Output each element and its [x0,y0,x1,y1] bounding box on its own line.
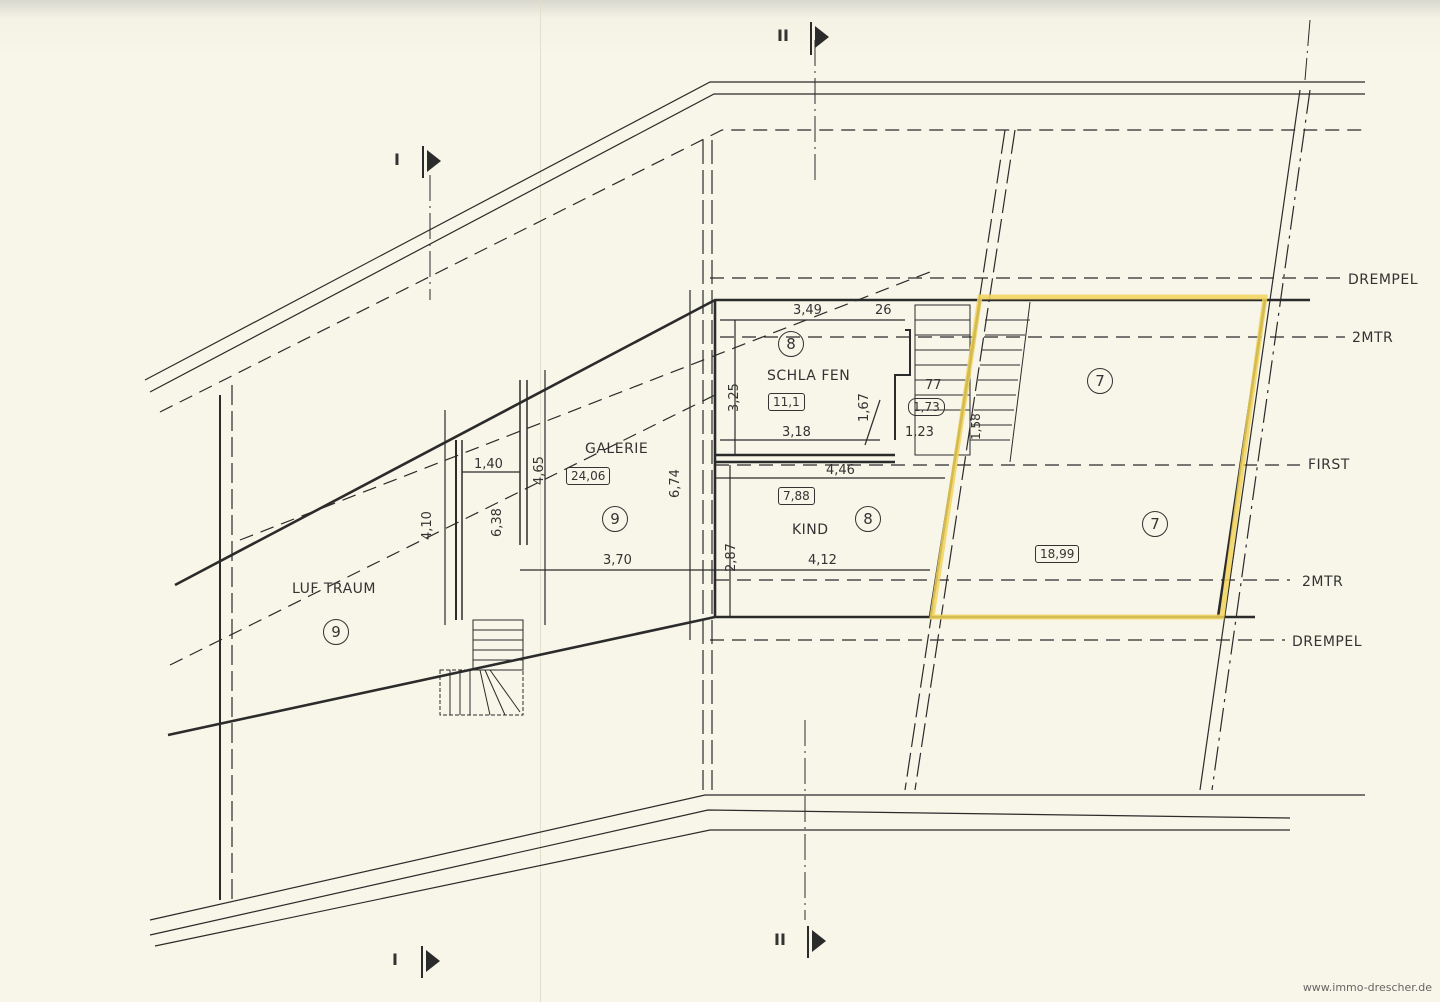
room-area-schlafen: 11,1 [768,393,805,411]
section-marker-ii-bottom: II [774,930,786,949]
dim-4-12: 4,12 [808,553,837,568]
room-number-7-lower: 7 [1142,511,1168,537]
dim-1-40: 1,40 [474,457,503,472]
room-label-luftraum: LUF TRAUM [292,581,376,597]
dim-26: 26 [875,303,892,318]
dim-4-10: 4,10 [420,511,435,540]
room-number-schlafen: 8 [778,331,804,357]
room-number-kind: 8 [855,506,881,532]
room-label-schlafen: SCHLA FEN [767,368,851,384]
dim-1-58: 1,58 [969,413,983,440]
room-label-galerie: GALERIE [585,441,649,457]
room-number-7-upper: 7 [1087,368,1113,394]
section-marker-i-top: I [394,150,400,169]
dim-3-18: 3,18 [782,425,811,440]
room-area-kind: 7,88 [778,487,815,505]
level-2mtr-top: 2MTR [1352,330,1394,346]
room-area-galerie: 24,06 [566,467,611,485]
dim-1-23: 1,23 [905,425,934,440]
dim-6-74: 6,74 [668,469,683,498]
room-number-galerie: 9 [602,506,628,532]
section-marker-ii-top: II [777,26,789,45]
dim-4-65: 4,65 [532,456,547,485]
dim-77: 77 [925,378,942,393]
room-label-kind: KIND [792,522,829,538]
dim-1-67: 1,67 [857,393,872,422]
watermark: www.immo-drescher.de [1302,981,1432,994]
room-area-7: 18,99 [1035,545,1080,563]
section-marker-i-bottom: I [392,950,398,969]
stair-landing-area: 1,73 [908,398,945,416]
dim-3-49: 3,49 [793,303,822,318]
level-2mtr-bottom: 2MTR [1302,574,1344,590]
room-number-luftraum: 9 [323,619,349,645]
dim-2-87: 2,87 [724,543,739,572]
level-drempel-top: DREMPEL [1348,272,1419,288]
paper-fold-line [540,0,541,1002]
level-drempel-bottom: DREMPEL [1292,634,1363,650]
dim-6-38: 6,38 [490,508,505,537]
dim-4-46: 4,46 [826,463,855,478]
level-first: FIRST [1308,457,1350,473]
room-7-highlight [929,294,1268,620]
dim-3-70: 3,70 [603,553,632,568]
dim-3-25: 3,25 [727,383,742,412]
